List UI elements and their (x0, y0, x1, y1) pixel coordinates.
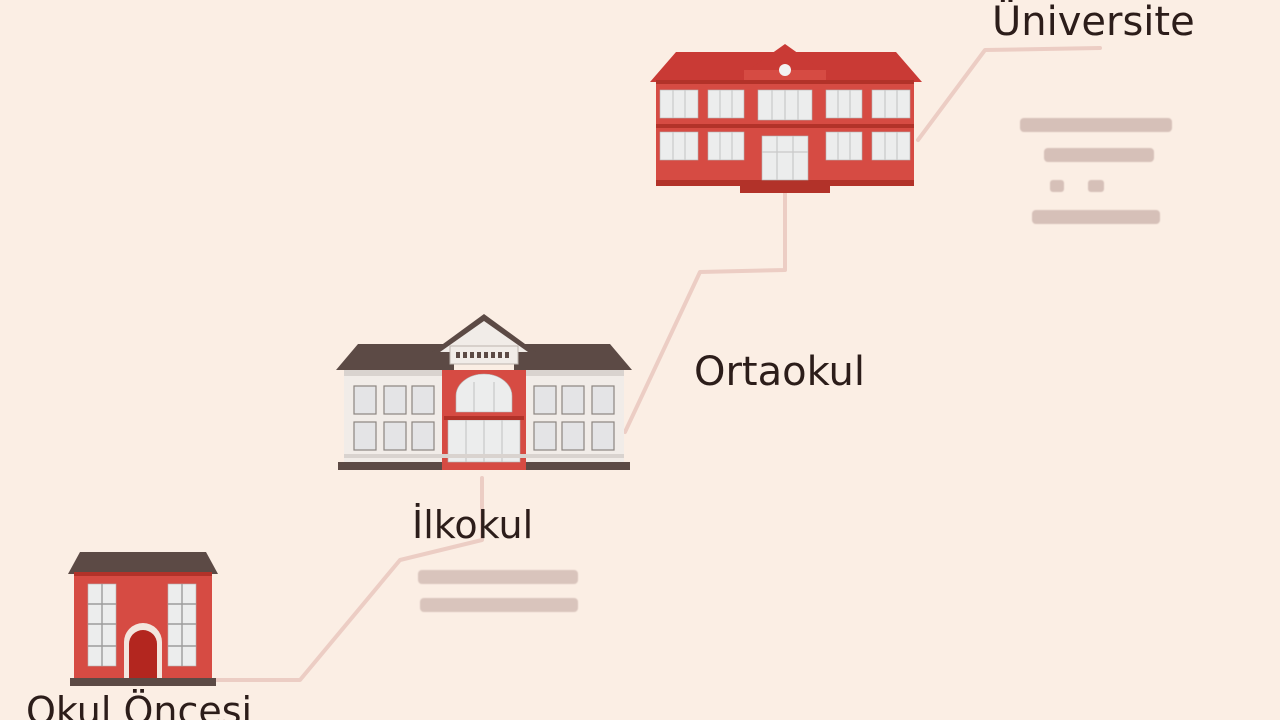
stage-label-ilkokul: İlkokul (412, 503, 534, 547)
universite-caption-illegible (1020, 118, 1172, 224)
ilkokul-caption-illegible (418, 570, 578, 612)
stage-label-okul-oncesi: Okul Öncesi (26, 689, 253, 720)
stage-label-ortaokul: Ortaokul (694, 349, 865, 395)
university-building-icon (650, 44, 922, 193)
primary-school-building-icon (336, 314, 632, 470)
stage-label-universite: Üniversite (992, 0, 1195, 45)
preschool-building-icon (68, 552, 218, 686)
